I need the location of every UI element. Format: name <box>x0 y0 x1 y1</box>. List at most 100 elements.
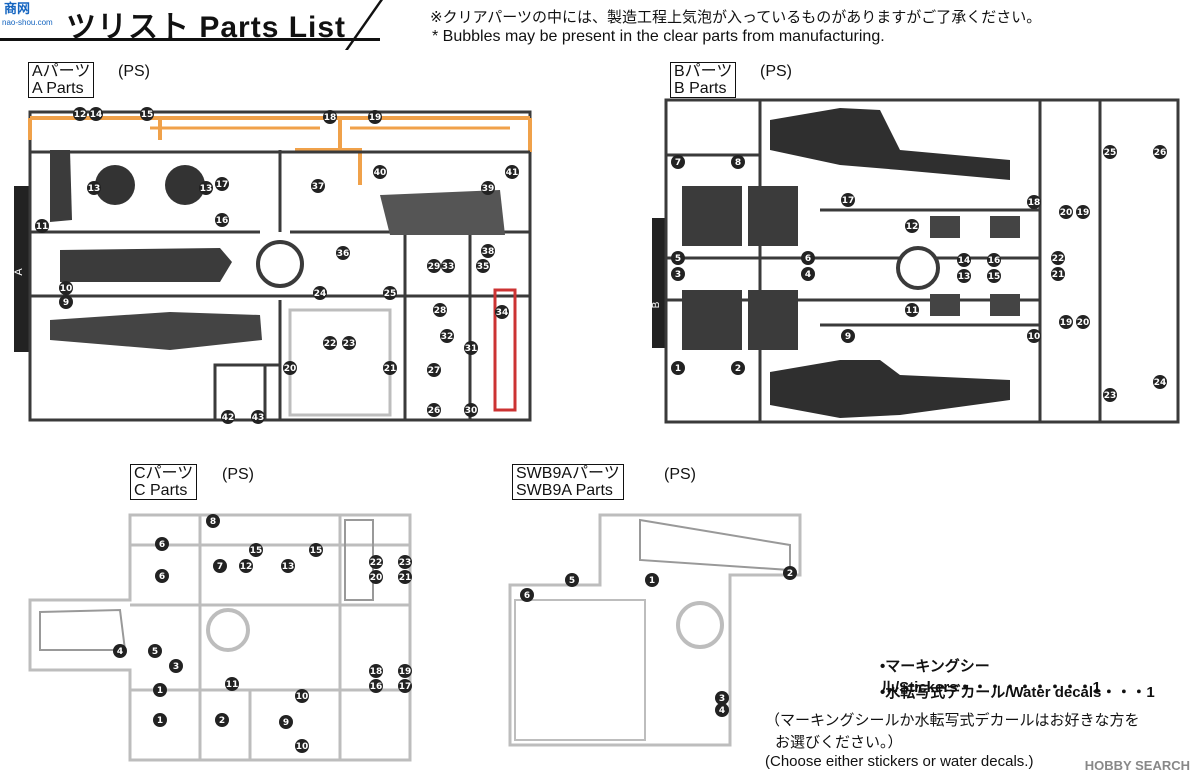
swb-part-number-bubble <box>715 691 729 705</box>
b-part-number-bubble <box>671 155 685 169</box>
c-part-number-bubble <box>155 537 169 551</box>
b-part-number: 21 <box>1052 270 1065 280</box>
a-part-number-bubble <box>87 181 101 195</box>
c-part-number: 1 <box>157 716 163 726</box>
b-part-number: 1 <box>675 364 681 374</box>
c-part-number-bubble <box>398 679 412 693</box>
b-part-number-bubble <box>841 329 855 343</box>
a-part-number: 15 <box>141 110 154 120</box>
a-part-number: 37 <box>312 182 325 192</box>
a-part-number-bubble <box>464 341 478 355</box>
c-part-number-bubble <box>398 555 412 569</box>
b-part-number-bubble <box>905 303 919 317</box>
a-part-number: 26 <box>428 406 441 416</box>
b-part-number: 16 <box>988 256 1001 266</box>
c-part-number: 13 <box>282 562 295 572</box>
a-part-number-bubble <box>89 107 103 121</box>
a-part-number-bubble <box>441 259 455 273</box>
swb-runner-ring <box>676 601 724 649</box>
a-part-number-bubble <box>323 336 337 350</box>
a-part-number-bubble <box>59 295 73 309</box>
b-part-number: 14 <box>958 256 971 266</box>
c-part-number-bubble <box>309 543 323 557</box>
a-part-number-bubble <box>373 165 387 179</box>
swb-part-number: 2 <box>787 569 793 579</box>
a-part-number: 43 <box>252 413 265 423</box>
b-part-number-bubble <box>1153 145 1167 159</box>
a-part-number-bubble <box>368 110 382 124</box>
a-part-number-bubble <box>464 403 478 417</box>
a-part-number-bubble <box>336 246 350 260</box>
c-part-number: 9 <box>283 718 289 728</box>
c-part-number-bubble <box>239 559 253 573</box>
c-part-number-bubble <box>369 555 383 569</box>
b-part-number-bubble <box>1103 145 1117 159</box>
site-logo-sub: nao-shou.com <box>2 18 53 27</box>
b-parts-label-jp: Bパーツ <box>674 63 733 80</box>
extras-note-en: (Choose either stickers or water decals.… <box>765 753 1034 770</box>
b-part-number-bubble <box>1027 329 1041 343</box>
a-part-number: 34 <box>496 308 509 318</box>
a-part-number-bubble <box>342 336 356 350</box>
b-part-number: 24 <box>1154 378 1167 388</box>
b-part-number-bubble <box>1051 251 1065 265</box>
a-part-number: 23 <box>343 339 356 349</box>
c-part-number: 5 <box>152 647 158 657</box>
clear-parts-note-en: * Bubbles may be present in the clear pa… <box>432 28 885 45</box>
a-part-number-bubble <box>505 165 519 179</box>
a-part-number: 33 <box>442 262 455 272</box>
a-part-number: 39 <box>482 184 495 194</box>
c-part-number: 10 <box>296 692 309 702</box>
b-part-small-4 <box>990 294 1020 316</box>
extras-note-jp-1: （マーキングシールか水転写式デカールはお好きな方を <box>765 712 1140 729</box>
swb-part-number: 4 <box>719 706 725 716</box>
b-part-number: 10 <box>1028 332 1041 342</box>
b-part-number: 7 <box>675 158 681 168</box>
c-part-number: 22 <box>370 558 383 568</box>
b-runner-tab <box>652 218 666 348</box>
c-part-number: 15 <box>310 546 323 556</box>
a-part-number-bubble <box>495 305 509 319</box>
b-part-number-bubble <box>957 253 971 267</box>
a-runner-tab <box>14 186 30 352</box>
c-part-number-bubble <box>206 514 220 528</box>
swb-parts-material: (PS) <box>664 466 696 483</box>
decals-line: •水転写式デカール/Water decals・・・1 <box>880 684 1155 701</box>
a-part-hull <box>60 248 232 282</box>
c-part-number: 21 <box>399 573 412 583</box>
a-part-number: 36 <box>337 249 350 259</box>
a-part-number: 35 <box>477 262 490 272</box>
a-part-number: 21 <box>384 364 397 374</box>
c-part-number-bubble <box>369 570 383 584</box>
c-part-number: 10 <box>296 742 309 752</box>
b-part-number: 8 <box>735 158 741 168</box>
a-part-number-bubble <box>73 107 87 121</box>
b-part-number-bubble <box>841 193 855 207</box>
a-part-number: 40 <box>374 168 387 178</box>
b-runner-frame <box>664 98 1180 424</box>
a-part-number-bubble <box>140 107 154 121</box>
c-parts-label-en: C Parts <box>134 482 188 499</box>
a-parts-material: (PS) <box>118 63 150 80</box>
b-part-number: 2 <box>735 364 741 374</box>
c-part-number-bubble <box>153 713 167 727</box>
b-runner-side-mark: B <box>651 301 662 308</box>
b-part-block-1 <box>682 186 742 246</box>
b-part-number-bubble <box>731 155 745 169</box>
a-part-number: 10 <box>60 284 73 294</box>
swb-runner-frame <box>508 513 802 747</box>
a-runner-center-ring <box>256 240 304 288</box>
b-part-number-bubble <box>987 269 1001 283</box>
extras-note-jp-2: お選びください。） <box>775 734 903 751</box>
a-part-number-bubble <box>440 329 454 343</box>
c-part-number: 17 <box>399 682 412 692</box>
c-part-number: 23 <box>399 558 412 568</box>
a-part-fin <box>50 150 72 222</box>
b-part-number-bubble <box>1076 315 1090 329</box>
c-runner-center-ring <box>206 608 250 652</box>
c-part-number-bubble <box>369 679 383 693</box>
